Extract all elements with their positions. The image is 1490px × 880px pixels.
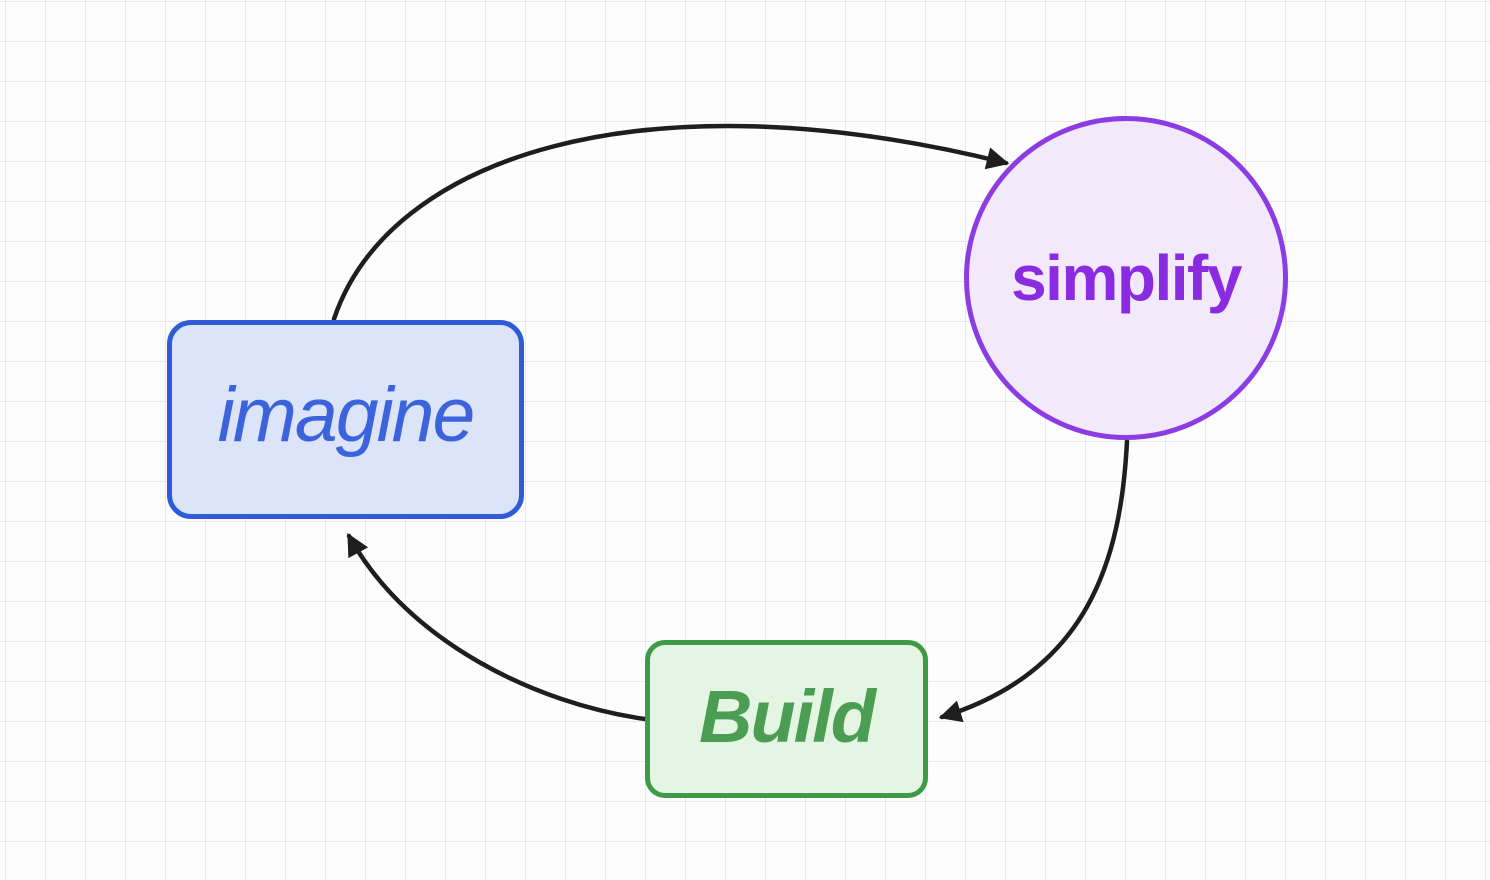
edge-imagine-to-simplify[interactable] [331,123,1010,322]
node-build-label: Build [699,674,876,758]
edge-simplify-to-build[interactable] [938,438,1130,723]
node-simplify[interactable]: simplify [964,116,1288,440]
edge-build-to-imagine[interactable] [346,533,648,722]
node-simplify-label: simplify [1011,242,1242,314]
node-imagine-label: imagine [217,372,476,458]
node-imagine[interactable]: imagine [167,320,524,519]
node-build[interactable]: Build [645,640,928,798]
